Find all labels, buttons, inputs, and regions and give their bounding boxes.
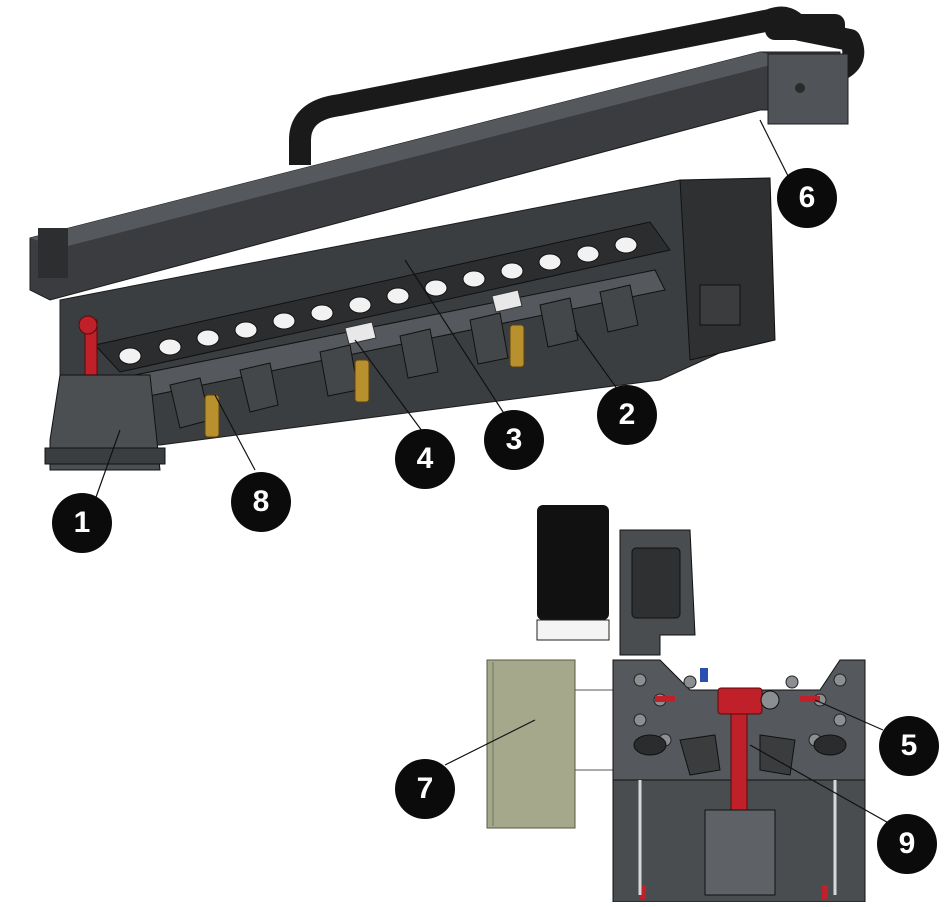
left-base-foot (44, 447, 166, 465)
carriage-bolt (795, 83, 805, 93)
left-base-frame (49, 374, 161, 471)
callout-2: 2 (597, 385, 657, 445)
red-actuator-head (78, 315, 98, 335)
callout-1: 1 (52, 493, 112, 553)
pneumatic-cylinders (204, 324, 525, 438)
callout-7: 7 (395, 759, 455, 819)
clamp-plate (491, 289, 523, 313)
red-lift-pivot (760, 690, 780, 710)
lower-guide (704, 809, 776, 896)
callout-3: 3 (484, 410, 544, 470)
callout-4: 4 (395, 429, 455, 489)
reel-body (537, 505, 609, 620)
gantry-carriage (767, 53, 849, 125)
callout-9: 9 (877, 814, 937, 874)
end-view (486, 505, 866, 903)
jaw-roller (633, 734, 667, 756)
leader-lines (94, 119, 893, 826)
cable-carrier-end (765, 14, 845, 40)
right-cabinet (679, 177, 776, 361)
green-side-panel (486, 659, 576, 829)
round-windows (118, 236, 638, 365)
clamp-arms (169, 284, 639, 429)
left-jaw (679, 734, 721, 776)
gantry-machine-view (29, 6, 865, 471)
junction-box (631, 547, 681, 619)
clamp-plate (344, 321, 377, 345)
gantry-end-block (38, 228, 68, 278)
cabinet-door (699, 284, 741, 326)
right-jaw (759, 734, 796, 776)
callout-5: 5 (879, 716, 939, 776)
jaw-roller (813, 734, 847, 756)
blue-sensor (700, 668, 708, 682)
red-lift-head (717, 687, 763, 715)
callout-8: 8 (231, 472, 291, 532)
gantry-beam-top (30, 52, 790, 248)
red-fittings (640, 696, 828, 899)
callout-6: 6 (777, 168, 837, 228)
reel-base (536, 619, 610, 641)
